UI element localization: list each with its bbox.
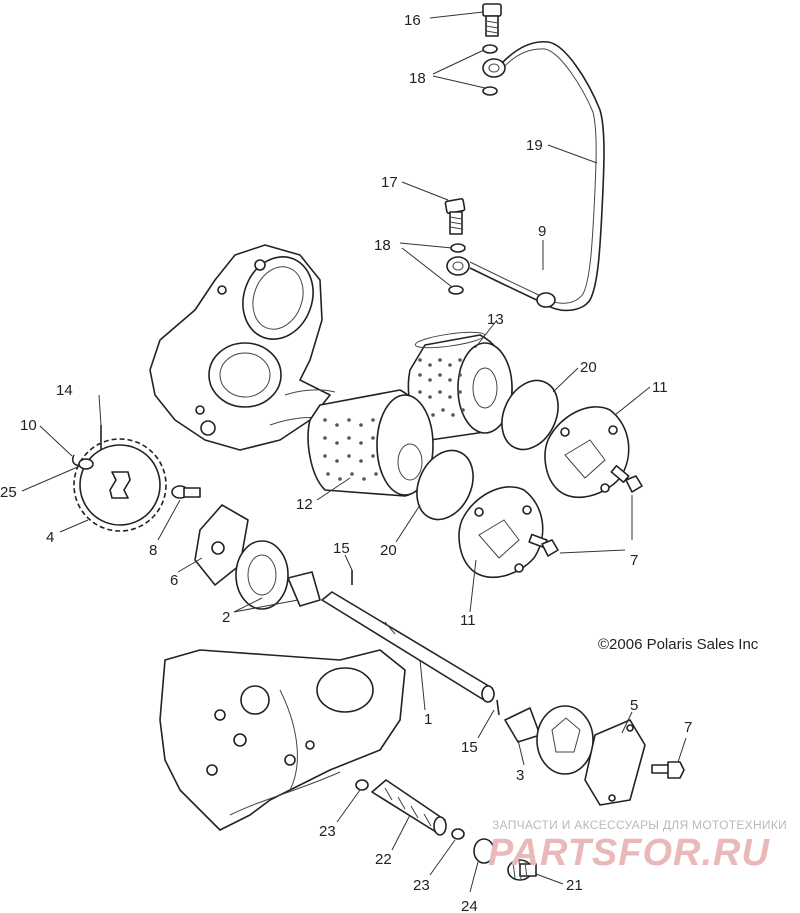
callout-14: 14 — [56, 382, 73, 399]
copyright-notice: ©2006 Polaris Sales Inc — [598, 636, 759, 653]
callout-15-upper: 15 — [333, 540, 350, 557]
callout-5: 5 — [630, 697, 638, 714]
o-ring-23-left — [355, 779, 369, 791]
filter-cover-11-upper — [544, 406, 630, 499]
callout-11-lower: 11 — [460, 612, 476, 629]
screw-7-lower — [651, 761, 685, 779]
callout-18-lower: 18 — [374, 237, 391, 254]
callout-9: 9 — [538, 223, 546, 240]
o-ring-24 — [473, 838, 495, 864]
crankcase-lower — [159, 649, 406, 831]
callout-24: 24 — [461, 898, 478, 913]
screw-7-middle — [528, 533, 559, 557]
oil-filter-12 — [307, 389, 434, 497]
callout-labels: 16 18 19 17 18 9 13 20 11 14 10 25 4 8 1… — [0, 12, 692, 913]
sealing-washer-lower-b — [448, 285, 464, 295]
watermark-logo: PARTSFOR.RU — [488, 832, 770, 874]
banjo-fitting-upper — [482, 58, 506, 78]
callout-18-upper: 18 — [409, 70, 426, 87]
o-ring-23-right — [451, 828, 465, 840]
callout-10: 10 — [20, 417, 37, 434]
pin-15-lower — [496, 699, 500, 716]
callout-23-left: 23 — [319, 823, 336, 840]
callout-12: 12 — [296, 496, 313, 513]
cover-plate-5 — [584, 719, 646, 806]
callout-20-upper: 20 — [580, 359, 597, 376]
callout-20-lower: 20 — [380, 542, 397, 559]
washer-25 — [78, 458, 94, 470]
pump-shaft-1 — [321, 591, 495, 703]
relief-valve-22 — [371, 779, 447, 836]
banjo-bolt-lower — [444, 198, 466, 235]
callout-11-upper: 11 — [652, 379, 668, 396]
screw-7-upper — [610, 464, 643, 493]
callout-23-right: 23 — [413, 877, 430, 894]
leader-lines — [21, 11, 687, 893]
watermark-tagline: ЗАПЧАСТИ И АКСЕССУАРЫ ДЛЯ МОТОТЕХНИКИ — [492, 818, 788, 832]
o-ring-20-upper — [501, 379, 559, 451]
callout-16: 16 — [404, 12, 421, 29]
callout-22: 22 — [375, 851, 392, 868]
banjo-bolt-upper — [482, 3, 502, 37]
filter-cover-11-lower — [458, 486, 544, 579]
callout-25: 25 — [0, 484, 17, 501]
callout-19: 19 — [526, 137, 543, 154]
banjo-fitting-lower — [446, 256, 470, 276]
pump-gear-4 — [73, 438, 167, 532]
pump-rotor-3 — [504, 705, 594, 775]
crankcase-upper — [149, 244, 336, 451]
sealing-washer-upper-a — [482, 44, 498, 54]
callout-7-middle: 7 — [630, 552, 638, 569]
sealing-washer-upper-b — [482, 86, 498, 96]
pump-rotor-2 — [235, 540, 321, 610]
callout-2: 2 — [222, 609, 230, 626]
sealing-washer-lower-a — [450, 243, 466, 253]
callout-17: 17 — [381, 174, 398, 191]
callout-15-lower: 15 — [461, 739, 478, 756]
plug-21 — [507, 859, 537, 881]
callout-21: 21 — [566, 877, 583, 894]
callout-6: 6 — [170, 572, 178, 589]
oil-line-tube — [469, 40, 605, 312]
bolt-8 — [171, 485, 201, 499]
callout-13: 13 — [487, 311, 504, 328]
callout-8: 8 — [149, 542, 157, 559]
callout-7-lower: 7 — [684, 719, 692, 736]
callout-1: 1 — [424, 711, 432, 728]
callout-4: 4 — [46, 529, 54, 546]
o-ring-20-lower — [416, 449, 474, 521]
callout-3: 3 — [516, 767, 524, 784]
